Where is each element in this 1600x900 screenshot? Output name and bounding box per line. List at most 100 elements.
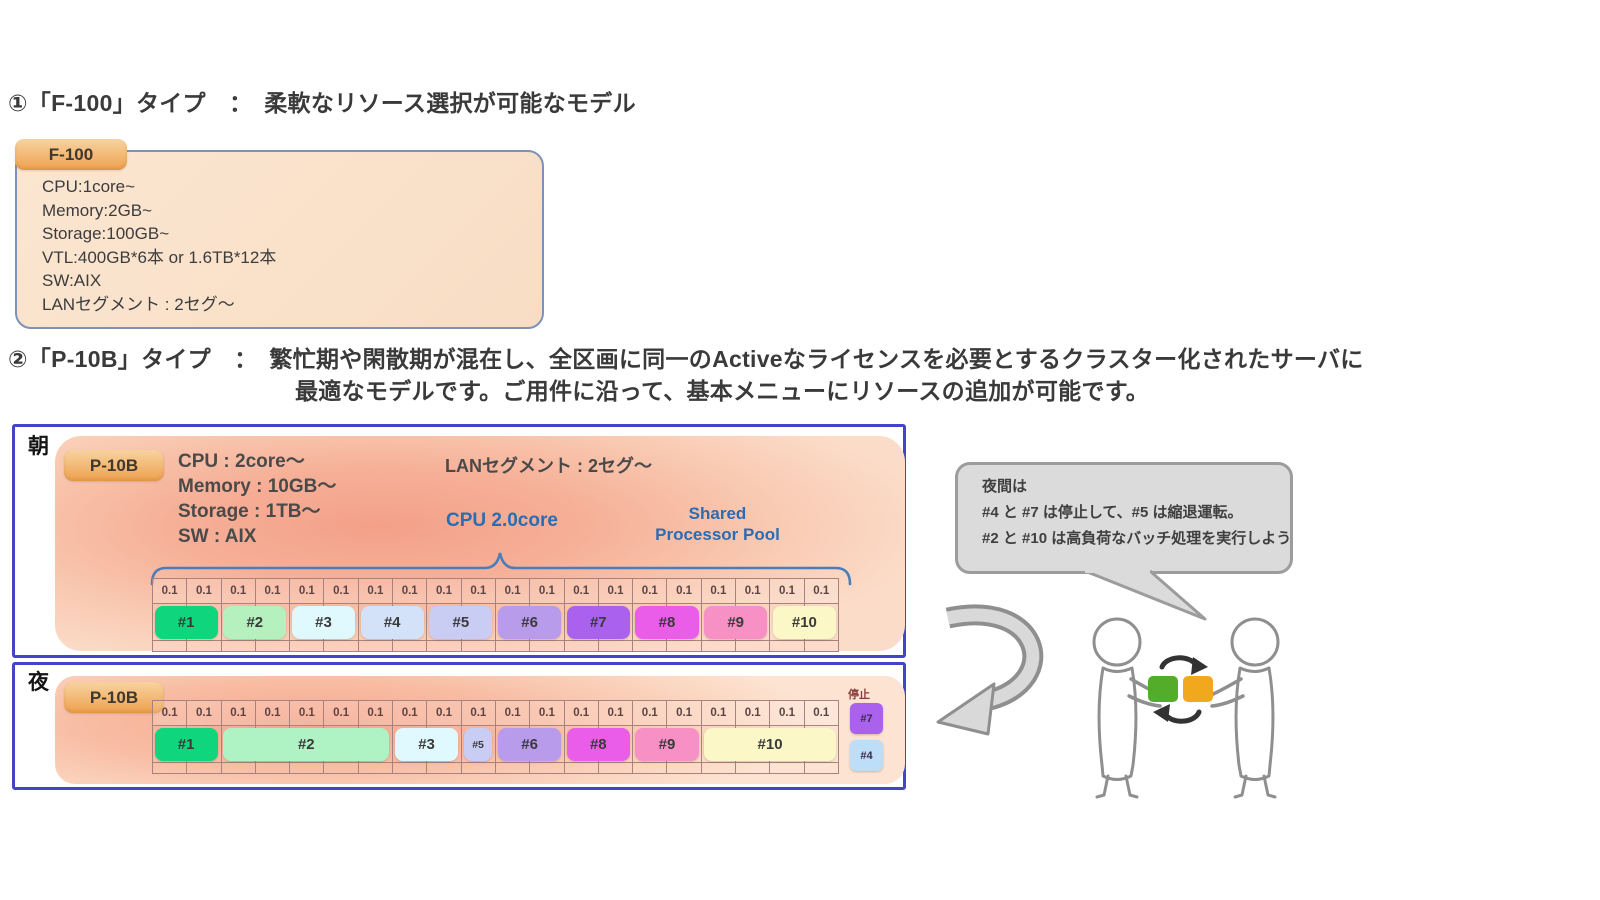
cpu-unit-cell: 0.1 [736, 700, 771, 726]
morning-partition-row: #1#2#3#4#5#6#7#8#9#10 [152, 604, 839, 641]
callout-line: #4 と #7 は停止して、#5 は縮退運転。 [982, 504, 1243, 521]
morning-spec-line: Memory : 10GB～ [178, 476, 337, 497]
grid-cell [804, 604, 839, 641]
cpu-unit-cell: 0.1 [598, 700, 634, 726]
grid-cell [564, 763, 599, 774]
grid-cell [804, 763, 839, 774]
morning-spec-line: CPU : 2core～ [178, 451, 305, 472]
swap-icon [1148, 655, 1213, 724]
stopped-partition-4: #4 [850, 740, 883, 771]
partition-chip-10: #10 [704, 728, 836, 761]
night-callout-bubble [955, 462, 1293, 574]
cpu-unit-cell: 0.1 [221, 700, 256, 726]
partition-chip-3: #3 [291, 606, 356, 639]
grid-cell [495, 641, 531, 652]
grid-cell [701, 763, 737, 774]
cpu-unit-cell: 0.1 [564, 700, 599, 726]
cpu-unit-cell: 0.1 [187, 700, 222, 726]
cpu-unit-cell: 0.1 [804, 700, 839, 726]
grid-cell [187, 604, 222, 641]
grid-cell [427, 763, 462, 774]
grid-cell [324, 604, 359, 641]
partition-chip-6: #6 [498, 728, 562, 761]
grid-cell [804, 641, 839, 652]
grid-cell [736, 763, 771, 774]
cpu-unit-cell: 0.1 [667, 700, 702, 726]
cpu-unit-cell: 0.1 [187, 578, 222, 604]
cpu-unit-cell: 0.1 [633, 700, 668, 726]
cpu-unit-cell: 0.1 [530, 700, 565, 726]
grid-cell [221, 641, 256, 652]
heading-f100-type: ①「F-100」タイプ ： 柔軟なリソース選択が可能なモデル [8, 90, 636, 116]
partition-chip-9: #9 [635, 728, 699, 761]
partition-chip-7: #7 [566, 606, 630, 639]
cpu-core-label: CPU 2.0core [446, 510, 558, 531]
grid-cell [152, 641, 188, 652]
grid-cell [736, 641, 771, 652]
night-period-label: 夜 [28, 671, 49, 694]
cpu-pool-bracket [150, 552, 852, 586]
night-partition-row: #1#2#3#5#6#8#9#10 [152, 726, 839, 763]
grid-cell [393, 641, 428, 652]
f100-spec-line: VTL:400GB*6本 or 1.6TB*12本 [42, 247, 277, 267]
grid-cell [187, 641, 222, 652]
grid-cell [358, 726, 394, 763]
partition-chip-8: #8 [635, 606, 699, 639]
f100-spec-line: CPU:1core~ [42, 177, 136, 196]
grid-cell [530, 726, 565, 763]
heading-p10b-type-line1: ②「P-10B」タイプ ： 繁忙期や閑散期が混在し、全区画に同一のActiveな… [8, 346, 1364, 372]
grid-cell [358, 641, 394, 652]
cpu-unit-cell: 0.1 [770, 578, 805, 604]
grid-cell [393, 763, 428, 774]
cpu-unit-cell: 0.1 [324, 700, 359, 726]
grid-cell [564, 641, 599, 652]
grid-cell [770, 763, 805, 774]
grid-cell [736, 604, 771, 641]
cpu-unit-cell: 0.1 [633, 578, 668, 604]
grid-cell [598, 604, 634, 641]
pool-label-line1: Shared [688, 504, 747, 523]
grid-cell [495, 763, 531, 774]
grid-cell [221, 763, 256, 774]
f100-tab: F-100 [15, 139, 127, 170]
partition-chip-2: #2 [223, 606, 287, 639]
grid-cell [255, 763, 291, 774]
partition-chip-1: #1 [154, 606, 218, 639]
cpu-unit-cell: 0.1 [324, 578, 359, 604]
partition-chip-9: #9 [704, 606, 768, 639]
grid-cell [393, 604, 428, 641]
cpu-unit-cell: 0.1 [564, 578, 599, 604]
partition-chip-5: #5 [429, 606, 493, 639]
grid-cell [633, 763, 668, 774]
cpu-unit-cell: 0.1 [701, 578, 737, 604]
grid-cell [770, 641, 805, 652]
morning-lan-label: LANセグメント : 2セグ～ [445, 456, 652, 476]
morning-spec-line: Storage : 1TB～ [178, 501, 321, 522]
grid-cell [255, 641, 291, 652]
pool-label-line2: Processor Pool [655, 525, 780, 544]
grid-cell [255, 604, 291, 641]
stopped-column: #7#4 [850, 703, 883, 777]
cpu-unit-cell: 0.1 [221, 578, 256, 604]
morning-period-label: 朝 [28, 435, 49, 458]
grid-cell [667, 726, 702, 763]
stopped-label: 停止 [848, 689, 870, 701]
cpu-unit-cell: 0.1 [598, 578, 634, 604]
f100-card [15, 150, 544, 329]
partition-chip-1: #1 [154, 728, 218, 761]
grid-cell [667, 604, 702, 641]
f100-spec-line: SW:AIX [42, 271, 102, 290]
grid-cell [324, 641, 359, 652]
cpu-unit-cell: 0.1 [427, 700, 462, 726]
cpu-unit-cell: 0.1 [495, 578, 531, 604]
grid-cell [598, 726, 634, 763]
heading-p10b-type-line2: 最適なモデルです。ご用件に沿って、基本メニューにリソースの追加が可能です。 [295, 378, 1150, 404]
cpu-unit-cell: 0.1 [358, 578, 394, 604]
grid-cell [804, 726, 839, 763]
night-p10b-tab: P-10B [64, 682, 164, 713]
grid-cell [530, 763, 565, 774]
